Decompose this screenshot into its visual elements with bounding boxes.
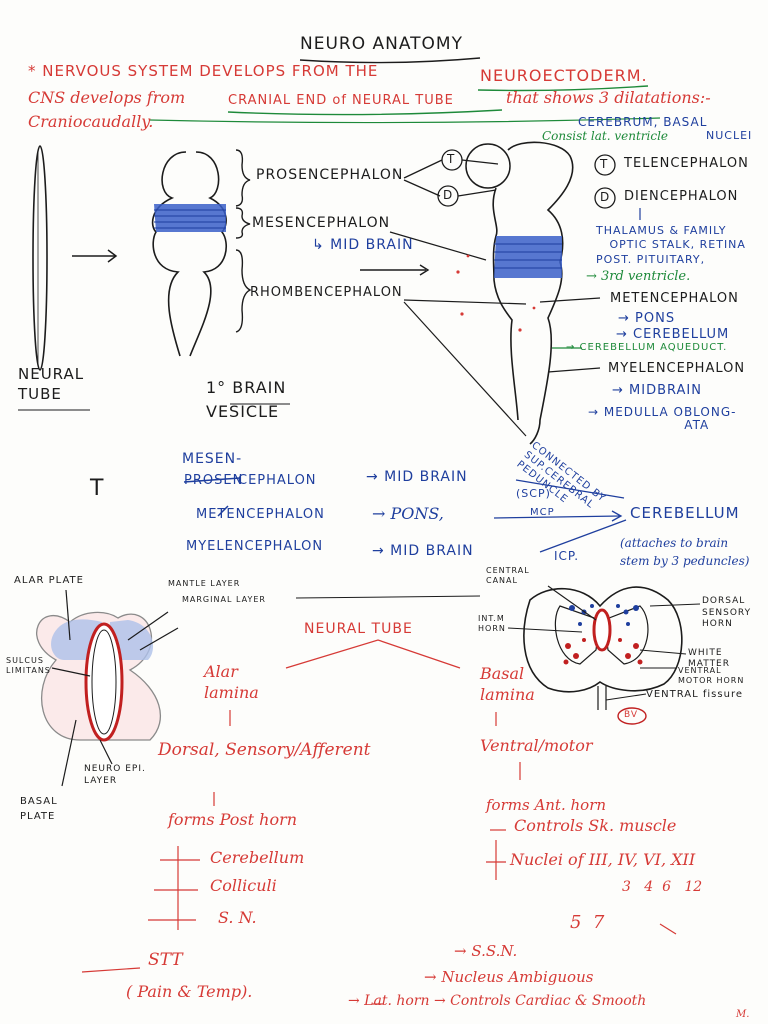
label-mcp: MCP (530, 507, 555, 518)
label-scp: (SCP) (516, 487, 551, 500)
label-dorsal-sensory: Dorsal, Sensory/Afferent (158, 740, 371, 760)
label-bv: BV (624, 710, 639, 720)
label-consist: Consist lat. ventricle (542, 129, 669, 143)
label-neuroepi: NEURO EPI. LAYER (84, 764, 146, 786)
intro-line2-a: CNS develops from (28, 88, 186, 107)
intro-line1-a: * NERVOUS SYSTEM DEVELOPS FROM THE (28, 62, 379, 80)
t-circle-label: T (447, 152, 455, 166)
label-neural-tube-2: NEURAL TUBE (304, 621, 413, 637)
label-five-seven: 5 7 (570, 912, 605, 933)
label-midbrain2: → MIDBRAIN (612, 383, 702, 398)
page-title: NEURO ANATOMY (300, 34, 463, 54)
label-myelencephalon-2: MYELENCEPHALON (186, 539, 324, 554)
label-medulla: → MEDULLA OBLONG- ATA (588, 405, 737, 433)
label-ventral-horn: VENTRAL MOTOR HORN (678, 666, 745, 686)
label-cephalon: CEPHALON (238, 473, 317, 488)
label-mu: M. (736, 1009, 750, 1020)
label-mid-brain: → MID BRAIN (366, 469, 468, 485)
label-nuclei: NUCLEI (706, 129, 753, 142)
label-mantle: MANTLE LAYER (168, 579, 241, 588)
d-circle-label: D (443, 188, 453, 202)
label-neural-tube: NEURAL TUBE (18, 365, 85, 404)
label-stt: STT (148, 950, 183, 970)
label-basal-lamina: Basal lamina (480, 664, 535, 704)
label-diencephalon: DIENCEPHALON (624, 189, 739, 204)
label-alar-lamina: Alar lamina (204, 662, 259, 702)
label-pain-temp: ( Pain & Temp). (126, 982, 253, 1001)
label-nuclei-nums: 3 4 6 12 (622, 879, 703, 895)
label-colliculi: Colliculi (210, 876, 277, 895)
label-pons: → PONS (618, 311, 676, 326)
label-intm-horn: INT.M HORN (478, 614, 506, 633)
label-white-matter: WHITE MATTER (688, 648, 730, 669)
label-ssn: → S.S.N. (454, 942, 518, 960)
label-dorsal-horn: DORSAL SENSORY HORN (702, 596, 752, 630)
label-attaches: (attaches to brain stem by 3 peduncles) (620, 536, 750, 568)
label-midbrain: ↳ MID BRAIN (312, 237, 414, 253)
label-icp: ICP. (554, 549, 580, 563)
label-basal-plate: BASAL PLATE (20, 796, 58, 822)
label-prosen-struck: PROSEN (184, 473, 244, 488)
label-nuclei: Nuclei of III, IV, VI, XII (510, 850, 696, 869)
label-primary-vesicle: 1° BRAIN VESICLE (206, 378, 287, 421)
label-thalamus: THALAMUS & FAMILY OPTIC STALK, RETINA PO… (596, 224, 746, 266)
d-circle-right-label: D (600, 190, 610, 204)
label-mesencephalon: MESENCEPHALON (252, 215, 391, 231)
label-cerebrum: CEREBRUM, BASAL (578, 115, 708, 129)
label-cerebellum-aqueduct: → CEREBELLUM AQUEDUCT. (566, 342, 728, 353)
t-marker: T (90, 476, 104, 501)
label-telencephalon: TELENCEPHALON (624, 156, 749, 171)
label-third-ventricle: → 3rd ventricle. (586, 269, 691, 284)
label-alar-plate: ALAR PLATE (14, 575, 84, 586)
label-sn: S. N. (218, 908, 257, 927)
intro-line2-b: CRANIAL END of NEURAL TUBE (228, 93, 454, 108)
intro-line1-b: NEUROECTODERM. (480, 66, 648, 85)
label-ventral-motor: Ventral/motor (480, 736, 593, 755)
label-mesen: MESEN- (182, 451, 243, 467)
intro-line2-c: that shows 3 dilatations:- (506, 88, 711, 107)
label-marginal: MARGINAL LAYER (182, 595, 266, 604)
label-controls-sk: Controls Sk. muscle (514, 816, 677, 835)
label-cerebellum: → CEREBELLUM (616, 327, 730, 342)
intro-line3: Craniocaudally. (28, 112, 154, 131)
label-ventral-fissure: VENTRAL fissure (646, 689, 743, 700)
label-lat-horn: → Lat. horn → Controls Cardiac & Smooth (348, 993, 647, 1009)
label-nucleus-ambiguous: → Nucleus Ambiguous (424, 968, 594, 986)
label-central-canal: CENTRAL CANAL (486, 566, 530, 585)
label-forms-ant-horn: forms Ant. horn (486, 796, 607, 814)
label-myelencephalon: MYELENCEPHALON (608, 361, 746, 376)
label-rhombencephalon: RHOMBENCEPHALON (250, 285, 403, 300)
label-mid-brain2: → MID BRAIN (372, 543, 474, 559)
label-pons-2: → PONS, (372, 504, 444, 523)
label-cerebellum-3: Cerebellum (210, 848, 305, 867)
label-forms-post-horn: forms Post horn (168, 810, 298, 829)
label-metencephalon: METENCEPHALON (610, 291, 739, 306)
t-circle-right-label: T (600, 157, 608, 171)
label-sulcus: SULCUS LIMITANS (6, 656, 51, 675)
label-cerebellum-2: CEREBELLUM (630, 504, 740, 522)
label-prosencephalon: PROSENCEPHALON (256, 167, 404, 183)
label-metencephalon-2: METENCEPHALON (196, 507, 325, 522)
